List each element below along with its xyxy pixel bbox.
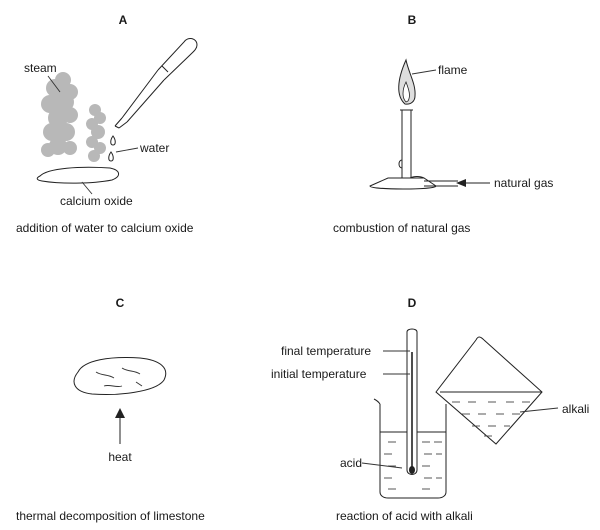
panel-b: B flame natural gas combustion of natura… <box>333 13 553 235</box>
water-leader <box>115 147 139 153</box>
calcium-oxide-label: calcium oxide <box>60 194 133 208</box>
bunsen-burner <box>369 109 458 190</box>
final-temperature-label: final temperature <box>281 344 371 358</box>
calcium-oxide-lump <box>36 166 119 184</box>
panel-d-caption: reaction of acid with alkali <box>336 509 473 523</box>
calcium-oxide-leader <box>81 181 93 195</box>
alkali-label: alkali <box>562 402 589 416</box>
panel-d: D <box>271 296 589 523</box>
panel-a: A steam water ca <box>16 13 198 235</box>
heat-label: heat <box>108 450 132 464</box>
alkali-leader <box>519 407 559 413</box>
natural-gas-arrow <box>456 179 490 187</box>
panel-a-letter: A <box>119 13 128 27</box>
water-drop <box>108 151 114 162</box>
limestone-lump <box>73 357 167 395</box>
limestone-texture <box>121 367 141 375</box>
steam-leader <box>47 75 61 93</box>
flame-label: flame <box>438 63 468 77</box>
water-drop <box>110 135 116 146</box>
pipette <box>114 37 198 129</box>
panel-b-letter: B <box>408 13 417 27</box>
alkali-liquid <box>452 401 530 437</box>
natural-gas-label: natural gas <box>494 176 553 190</box>
alkali-beaker <box>435 336 543 445</box>
panel-a-caption: addition of water to calcium oxide <box>16 221 194 235</box>
acid-leader <box>361 462 403 469</box>
acid-label: acid <box>340 456 362 470</box>
steam-cloud <box>41 72 106 162</box>
panel-c-letter: C <box>116 296 125 310</box>
steam-label: steam <box>24 61 57 75</box>
heat-arrow <box>115 408 125 444</box>
initial-temperature-label: initial temperature <box>271 367 367 381</box>
panel-c-caption: thermal decomposition of limestone <box>16 509 205 523</box>
limestone-texture <box>95 371 115 379</box>
limestone-texture <box>103 384 123 388</box>
panel-c: C heat thermal decomposition of limeston… <box>16 296 205 523</box>
flame-leader <box>411 69 437 75</box>
panel-d-letter: D <box>408 296 417 310</box>
water-label: water <box>139 141 169 155</box>
inner-flame <box>402 81 410 103</box>
panel-b-caption: combustion of natural gas <box>333 221 470 235</box>
thermometer <box>406 328 418 475</box>
limestone-texture <box>135 381 143 387</box>
